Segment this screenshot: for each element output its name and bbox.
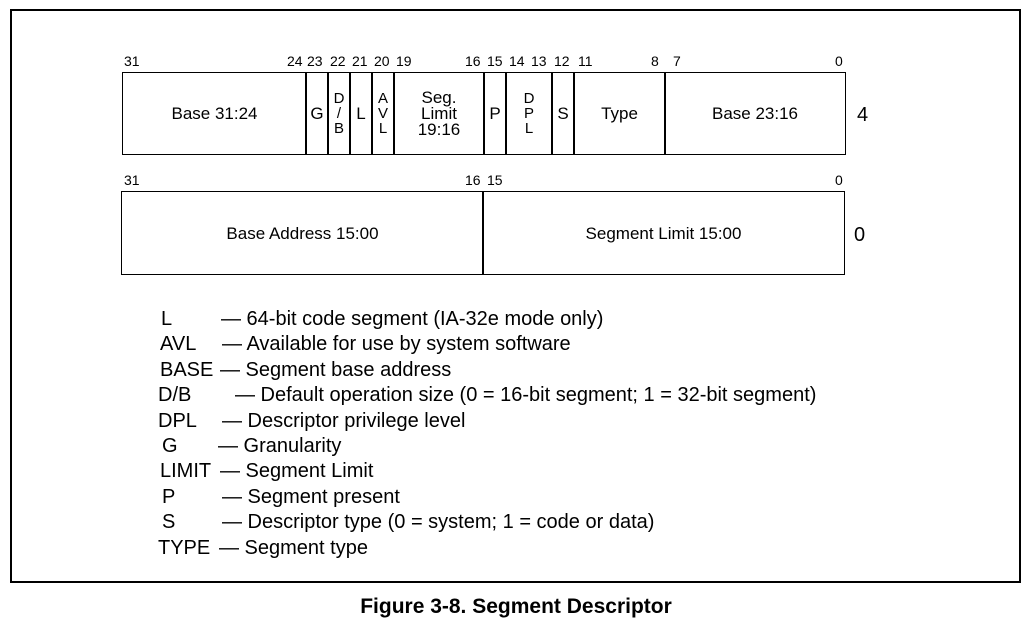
field-seg-limit-19-16: Seg. Limit 19:16 [393,72,485,155]
field-base-address-15-00: Base Address 15:00 [121,191,484,275]
legend-desc: — Granularity [218,434,342,457]
field-label-char: A [377,90,388,107]
legend-desc: — Descriptor type (0 = system; 1 = code … [222,511,655,534]
legend-term: DPL [158,409,197,432]
bit-label: 0 [835,53,843,69]
legend-term: TYPE [158,536,211,559]
field-label-char: D [523,90,535,107]
field-label: Base Address 15:00 [226,223,379,243]
legend-desc: — Default operation size (0 = 16-bit seg… [235,384,817,407]
legend-desc: — 64-bit code segment (IA-32e mode only) [221,308,604,330]
field-segment-limit-15-00: Segment Limit 15:00 [482,191,845,275]
legend-term: D/B [158,384,192,407]
field-db: D / B [327,72,351,155]
field-label: G [310,104,324,123]
legend-term: LIMIT [160,460,212,483]
bit-label: 13 [531,53,547,69]
bit-label: 16 [465,53,481,69]
legend-desc: — Descriptor privilege level [222,409,466,432]
field-base-23-16: Base 23:16 [664,72,846,155]
legend-term: G [162,434,178,457]
legend-term: BASE [160,358,214,381]
bit-label: 16 [465,172,481,188]
field-p: P [483,72,507,155]
bit-label: 23 [307,53,323,69]
bit-label: 0 [835,172,843,188]
field-label-char: B [333,120,344,137]
field-label: Base 23:16 [711,104,798,123]
field-avl: A V L [371,72,395,155]
field-label-char: P [523,105,534,122]
legend-term: P [162,485,176,508]
field-label-line: Seg. [421,87,457,107]
field-label: Type [601,104,638,123]
upper-word-offset: 4 [857,104,869,126]
bit-label: 31 [124,53,140,69]
legend-term: S [162,511,176,534]
field-label: L [356,104,366,123]
field-g: G [305,72,329,155]
field-type: Type [573,72,666,155]
field-s: S [551,72,575,155]
legend-desc: — Segment type [219,536,368,559]
bit-label: 22 [330,53,346,69]
field-label: Segment Limit 15:00 [585,223,742,243]
bit-label: 15 [487,172,503,188]
lower-word-offset: 0 [854,224,866,246]
field-l: L [349,72,373,155]
legend-term: L [161,308,173,330]
field-label-char: V [377,105,388,122]
field-label: S [557,104,569,123]
legend-term: AVL [160,333,197,356]
bit-label: 15 [487,53,503,69]
bit-label: 21 [352,53,368,69]
field-base-31-24: Base 31:24 [122,72,307,155]
field-label: Base 31:24 [171,104,258,123]
bit-label: 8 [651,53,659,69]
legend-desc: — Segment base address [220,358,452,381]
field-label-char: D [333,90,345,107]
field-label-line: Limit [421,103,457,123]
bit-label: 31 [124,172,140,188]
figure-caption: Figure 3-8. Segment Descriptor [360,595,672,618]
bit-label: 11 [578,53,593,69]
bit-label: 19 [396,53,412,69]
field-label: P [489,104,501,123]
bit-label: 20 [374,53,390,69]
field-label-char: L [524,120,534,137]
bit-label: 7 [673,53,681,69]
legend-desc: — Segment Limit [220,460,374,483]
legend-desc: — Available for use by system software [222,333,571,356]
legend-desc: — Segment present [222,485,400,508]
field-label-line: 19:16 [417,119,461,139]
field-dpl: D P L [505,72,553,155]
field-label-char: / [336,105,342,122]
bit-label: 12 [554,53,570,69]
field-label-char: L [378,120,388,137]
figure-frame [10,9,1021,583]
bit-label: 24 [287,53,303,69]
bit-label: 14 [509,53,525,69]
